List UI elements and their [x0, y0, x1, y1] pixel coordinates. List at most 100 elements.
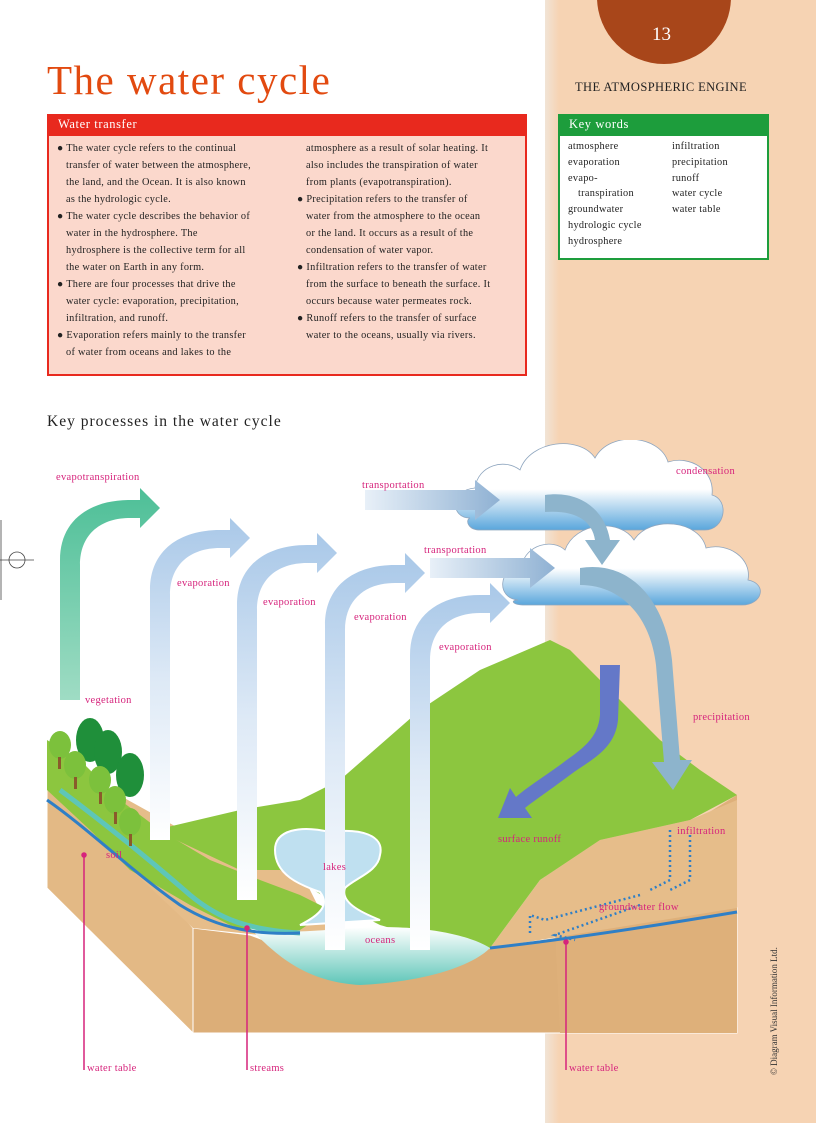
bullet-icon: ● — [297, 262, 307, 273]
key-word: runoff — [672, 172, 700, 184]
cloud-icon — [455, 440, 761, 606]
line-text: occurs because water permeates rock. — [306, 296, 473, 307]
condensation-arrow — [545, 494, 620, 565]
bullet-icon: ● — [297, 194, 307, 205]
bullet-line: ● The water cycle describes the behavior… — [57, 208, 293, 225]
label-transportation-2: transportation — [424, 545, 487, 556]
text-line: infiltration, and runoff. — [57, 310, 293, 327]
transportation-arrow-1 — [365, 480, 500, 520]
text-line: water in the hydrosphere. The — [57, 225, 293, 242]
label-evaporation-3: evaporation — [354, 612, 407, 623]
evaporation-arrows — [150, 518, 510, 950]
label-water-table-left: water table — [87, 1063, 137, 1074]
key-word: infiltration — [672, 141, 720, 152]
label-water-table-right: water table — [569, 1063, 619, 1074]
diagram-title: Key processes in the water cycle — [47, 413, 282, 430]
key-word: precipitation — [672, 156, 728, 168]
key-word: transpiration — [578, 188, 634, 200]
label-evaporation-2: evaporation — [263, 597, 316, 608]
text-line: also includes the transpiration of water — [297, 157, 521, 174]
text-line: from the surface to beneath the surface.… — [297, 276, 521, 293]
label-lakes: lakes — [323, 862, 346, 873]
text-line: water to the oceans, usually via rivers. — [297, 327, 521, 344]
label-evaporation-1: evaporation — [177, 578, 230, 589]
bullet-icon: ● — [57, 211, 67, 222]
line-text: the land, and the Ocean. It is also know… — [66, 177, 246, 188]
text-line: the water on Earth in any form. — [57, 259, 293, 276]
line-text: also includes the transpiration of water — [306, 160, 478, 171]
bullet-line: ● Infiltration refers to the transfer of… — [297, 259, 521, 276]
text-line: hydrosphere is the collective term for a… — [57, 242, 293, 259]
line-text: water in the hydrosphere. The — [66, 228, 198, 239]
bullet-icon: ● — [297, 313, 307, 324]
water-transfer-right-column: atmosphere as a result of solar heating.… — [297, 140, 521, 344]
bullet-icon: ● — [57, 330, 67, 341]
section-label: THE ATMOSPHERIC ENGINE — [575, 80, 747, 94]
label-transportation-1: transportation — [362, 480, 425, 491]
line-text: water from the atmosphere to the ocean — [306, 211, 481, 222]
hill-land-left — [47, 740, 330, 935]
copyright-notice: © Diagram Visual Information Ltd. — [769, 947, 779, 1075]
key-word: evapo- — [568, 172, 598, 184]
label-streams: streams — [250, 1063, 284, 1074]
key-word: hydrologic cycle — [568, 219, 642, 231]
text-line: from plants (evapotranspiration). — [297, 174, 521, 191]
line-text: or the land. It occurs as a result of th… — [306, 228, 474, 239]
label-oceans: oceans — [365, 935, 395, 946]
key-word: groundwater — [568, 204, 624, 216]
line-text: Evaporation refers mainly to the transfe… — [66, 330, 246, 341]
transportation-arrow-2 — [430, 548, 555, 588]
bullet-line: ● Evaporation refers mainly to the trans… — [57, 327, 293, 344]
text-line: as the hydrologic cycle. — [57, 191, 293, 208]
bullet-line: ● Runoff refers to the transfer of surfa… — [297, 310, 521, 327]
precipitation-arrow — [580, 566, 692, 790]
label-evaporation-4: evaporation — [439, 642, 492, 653]
bullet-line: ● Precipitation refers to the transfer o… — [297, 191, 521, 208]
text-line: transfer of water between the atmosphere… — [57, 157, 293, 174]
bullet-line: ● The water cycle refers to the continua… — [57, 140, 293, 157]
line-text: transfer of water between the atmosphere… — [66, 160, 251, 171]
water-transfer-heading: Water transfer — [49, 116, 525, 136]
label-condensation: condensation — [676, 466, 735, 477]
key-word: water cycle — [672, 188, 723, 200]
line-text: the water on Earth in any form. — [66, 262, 205, 273]
line-text: hydrosphere is the collective term for a… — [66, 245, 246, 256]
text-line: atmosphere as a result of solar heating.… — [297, 140, 521, 157]
aquifer-right — [489, 910, 738, 950]
line-text: The water cycle refers to the continual — [66, 143, 237, 154]
text-line: water cycle: evaporation, precipitation, — [57, 293, 293, 310]
key-words-heading: Key words — [560, 116, 767, 136]
line-text: The water cycle describes the behavior o… — [66, 211, 251, 222]
text-line: of water from oceans and lakes to the — [57, 344, 293, 361]
text-line: the land, and the Ocean. It is also know… — [57, 174, 293, 191]
label-groundwater-flow: groundwater flow — [599, 902, 679, 913]
label-evapotranspiration: evapotranspiration — [56, 472, 140, 483]
evapotranspiration-arrow — [60, 488, 160, 700]
page-title: The water cycle — [47, 57, 332, 103]
line-text: Precipitation refers to the transfer of — [306, 194, 468, 205]
bullet-icon: ● — [57, 279, 67, 290]
line-text: water cycle: evaporation, precipitation, — [66, 296, 239, 307]
page-number: 13 — [652, 24, 671, 45]
line-text: Infiltration refers to the transfer of w… — [306, 262, 487, 273]
water-transfer-left-column: ● The water cycle refers to the continua… — [57, 140, 293, 361]
label-surface-runoff: surface runoff — [498, 834, 561, 845]
key-words-right-column: infiltration precipitation runoff water cyc… — [672, 139, 767, 218]
label-infiltration: infiltration — [677, 826, 726, 837]
text-line: occurs because water permeates rock. — [297, 293, 521, 310]
key-word: water table — [672, 204, 721, 216]
groundwater-slope-top — [490, 800, 737, 948]
text-line: water from the atmosphere to the ocean — [297, 208, 521, 225]
key-word: atmosphere — [568, 141, 619, 152]
tree-icon — [49, 718, 144, 846]
line-text: infiltration, and runoff. — [66, 313, 169, 324]
label-precipitation: precipitation — [693, 712, 750, 723]
text-line: condensation of water vapor. — [297, 242, 521, 259]
label-vegetation: vegetation — [85, 695, 132, 706]
line-text: atmosphere as a result of solar heating.… — [306, 143, 489, 154]
water-transfer-box: Water transfer ● The water cycle refers … — [47, 114, 527, 376]
bullet-icon: ● — [57, 143, 67, 154]
line-text: of water from oceans and lakes to the — [66, 347, 232, 358]
